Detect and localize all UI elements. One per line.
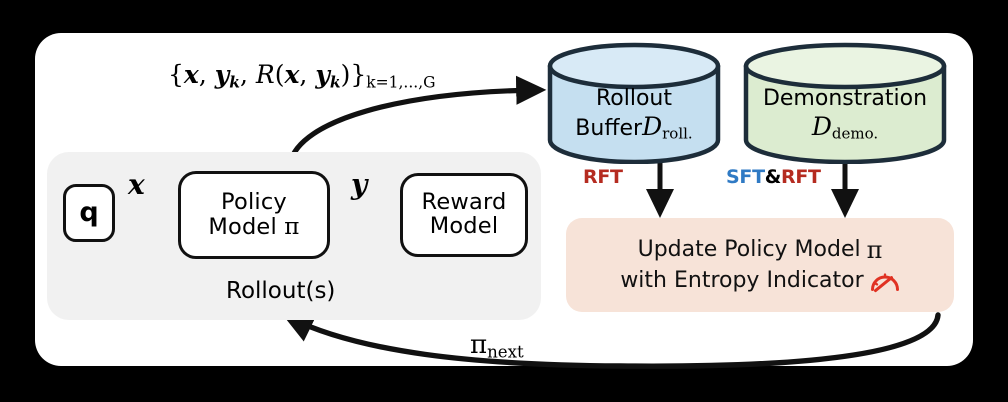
- tag-sft-and-rft: SFT&RFT: [726, 166, 821, 188]
- update-policy-line2: with Entropy Indicator: [620, 266, 899, 296]
- rollout-buffer-shape: [547, 42, 721, 164]
- policy-model-box[interactable]: Policy Model π: [178, 171, 330, 259]
- reward-model-line1: Reward: [421, 189, 507, 216]
- edge-label-y: y: [351, 168, 368, 201]
- demonstration-cylinder[interactable]: Demonstration Ddemo.: [742, 42, 948, 164]
- query-label: q: [79, 196, 99, 228]
- update-policy-line1: Update Policy Model π: [638, 234, 883, 266]
- tag-sft-label: SFT: [726, 166, 765, 188]
- rollout-buffer-label: Rollout BufferDroll.: [575, 86, 693, 143]
- rollout-buffer-symbol: D: [642, 111, 663, 141]
- edge-label-x: x: [128, 168, 145, 201]
- demonstration-label: Demonstration Ddemo.: [762, 86, 928, 143]
- demonstration-symbol: D: [811, 111, 832, 141]
- rollout-set-expression: {x, yk, R(x, yk)}k=1,...,G: [168, 60, 436, 92]
- set-expression-subscript: k=1,...,G: [366, 73, 436, 92]
- tag-rft-label-2: RFT: [781, 166, 821, 188]
- query-box[interactable]: q: [63, 184, 115, 242]
- rollouts-caption: Rollout(s): [226, 278, 336, 304]
- demonstration-shape: [743, 42, 947, 164]
- update-policy-box[interactable]: Update Policy Model π with Entropy Indic…: [566, 218, 954, 312]
- rollout-buffer-cylinder[interactable]: Rollout BufferDroll.: [546, 42, 722, 164]
- tag-ampersand: &: [764, 166, 782, 188]
- tag-rft: RFT: [583, 166, 623, 188]
- reward-model-line2: Model: [429, 213, 499, 239]
- gauge-icon: [870, 273, 899, 293]
- rollout-buffer-symbol-subscript: roll.: [662, 124, 693, 143]
- reward-model-box[interactable]: Reward Model: [400, 173, 528, 257]
- policy-model-line2: Model π: [208, 213, 300, 240]
- policy-model-line1: Policy: [221, 188, 287, 215]
- feedback-label: πnext: [470, 330, 524, 362]
- policy-pi-symbol: π: [284, 213, 300, 240]
- feedback-label-subscript: next: [487, 342, 524, 362]
- demonstration-symbol-subscript: demo.: [831, 124, 879, 143]
- update-pi-symbol: π: [866, 235, 883, 264]
